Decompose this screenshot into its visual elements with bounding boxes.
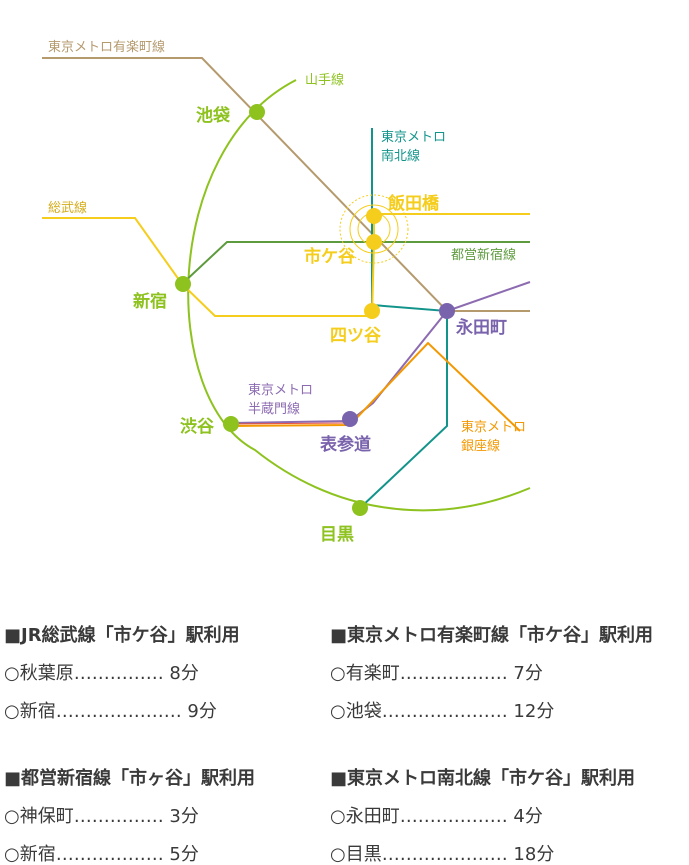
station-shibuya: [223, 416, 239, 432]
access-jr-heading: ■JR総武線「市ケ谷」駅利用: [4, 625, 240, 646]
access-namboku-row-2: ○目黒………………… 18分: [330, 844, 555, 865]
yurakucho-line: [42, 57, 530, 312]
label-hanzomon-2: 半蔵門線: [248, 401, 300, 417]
access-toei: ■都営新宿線「市ヶ谷」駅利用 ○神保町…………… 3分 ○新宿……………… 5分: [4, 770, 255, 864]
access-jr: ■JR総武線「市ケ谷」駅利用 ○秋葉原…………… 8分 ○新宿………………… 9…: [4, 627, 240, 721]
access-yurakucho-row-1: ○有楽町……………… 7分: [330, 663, 543, 684]
station-yotsuya: [364, 303, 380, 319]
label-nagatacho: 永田町: [455, 317, 507, 338]
station-meguro: [352, 500, 368, 516]
access-yurakucho-heading: ■東京メトロ有楽町線「市ケ谷」駅利用: [330, 625, 654, 646]
station-ichigaya: [366, 234, 382, 250]
label-yotsuya: 四ツ谷: [330, 326, 382, 346]
label-sobu: 総武線: [48, 200, 87, 216]
access-toei-row-1: ○神保町…………… 3分: [4, 806, 199, 827]
hanzomon-line: [230, 281, 531, 424]
label-ginza-2: 銀座線: [461, 438, 500, 454]
access-jr-row-1: ○秋葉原…………… 8分: [4, 663, 199, 684]
access-yurakucho: ■東京メトロ有楽町線「市ケ谷」駅利用 ○有楽町……………… 7分 ○池袋……………: [330, 627, 653, 721]
access-namboku: ■東京メトロ南北線「市ケ谷」駅利用 ○永田町……………… 4分 ○目黒………………: [330, 770, 635, 864]
yamanote-line: [187, 79, 531, 512]
label-ikebukuro: 池袋: [196, 105, 231, 126]
sobu-line: [42, 213, 530, 317]
ginza-line: [230, 341, 521, 432]
access-toei-row-2: ○新宿……………… 5分: [4, 844, 199, 865]
label-toei-shinjuku: 都営新宿線: [451, 247, 516, 263]
access-namboku-row-1: ○永田町……………… 4分: [330, 806, 543, 827]
access-yurakucho-row-2: ○池袋………………… 12分: [330, 701, 555, 722]
station-shinjuku: [175, 276, 191, 292]
label-ginza-1: 東京メトロ: [461, 419, 526, 435]
route-map: 東京メトロ有楽町線 山手線 東京メトロ 南北線 総武線 都営新宿線 東京メトロ …: [42, 39, 531, 545]
label-omotesando: 表参道: [320, 434, 371, 455]
access-toei-heading: ■都営新宿線「市ヶ谷」駅利用: [4, 768, 256, 789]
station-iidabashi: [366, 208, 382, 224]
label-shibuya: 渋谷: [180, 416, 215, 437]
station-nagatacho: [439, 303, 455, 319]
label-iidabashi: 飯田橋: [387, 193, 440, 214]
label-yurakucho: 東京メトロ有楽町線: [48, 39, 165, 55]
label-shinjuku: 新宿: [133, 291, 167, 312]
label-hanzomon-1: 東京メトロ: [248, 382, 313, 398]
label-namboku-2: 南北線: [381, 148, 420, 164]
access-namboku-heading: ■東京メトロ南北線「市ケ谷」駅利用: [330, 768, 636, 789]
access-jr-row-2: ○新宿………………… 9分: [4, 701, 217, 722]
label-yamanote: 山手線: [305, 72, 344, 88]
station-ikebukuro: [249, 104, 265, 120]
hanzomon-accent: [230, 422, 351, 425]
label-namboku-1: 東京メトロ: [381, 129, 446, 145]
station-omotesando: [342, 411, 358, 427]
label-meguro: 目黒: [320, 525, 354, 545]
toei-shinjuku-line: [181, 241, 530, 285]
label-ichigaya: 市ケ谷: [304, 246, 356, 267]
